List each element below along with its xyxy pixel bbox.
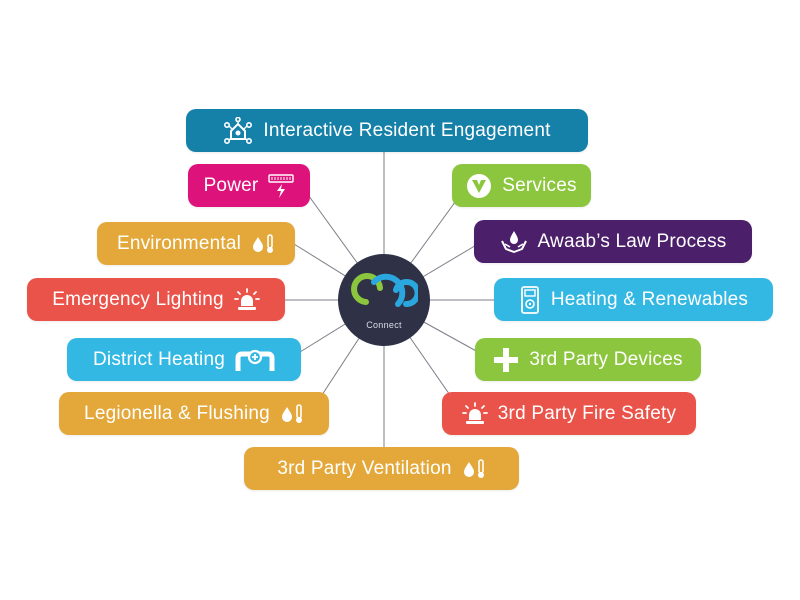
humidity-temperature-icon — [462, 458, 486, 480]
node-heating-renewables[interactable]: Heating & Renewables — [494, 278, 773, 321]
node-label: Power — [203, 174, 259, 196]
node-3rd-party-fire-safety[interactable]: 3rd Party Fire Safety — [442, 392, 696, 435]
pipe-valve-icon — [235, 348, 275, 372]
node-power[interactable]: Power — [188, 164, 310, 207]
hub-label: Connect — [366, 320, 402, 330]
node-label: Environmental — [116, 232, 242, 254]
beacon-light-icon — [233, 287, 260, 312]
node-awaabs-law-process[interactable]: Awaab’s Law Process — [474, 220, 752, 263]
node-3rd-party-ventilation[interactable]: 3rd Party Ventilation — [244, 447, 519, 490]
heat-pump-icon — [519, 285, 541, 314]
humidity-temperature-icon — [251, 233, 275, 255]
power-meter-icon — [268, 173, 295, 199]
node-label: District Heating — [92, 348, 226, 370]
hands-droplet-icon — [500, 229, 528, 255]
plus-icon — [493, 347, 519, 373]
node-label: 3rd Party Devices — [529, 348, 683, 370]
node-label: 3rd Party Ventilation — [277, 457, 452, 479]
node-environmental[interactable]: Environmental — [97, 222, 295, 265]
house-network-icon — [223, 116, 253, 145]
node-label: 3rd Party Fire Safety — [497, 402, 677, 424]
humidity-temperature-icon — [280, 403, 304, 425]
node-label: Interactive Resident Engagement — [263, 119, 551, 141]
node-label: Awaab’s Law Process — [537, 230, 727, 252]
node-label: Services — [502, 174, 577, 196]
node-3rd-party-devices[interactable]: 3rd Party Devices — [475, 338, 701, 381]
node-legionella-flushing[interactable]: Legionella & Flushing — [59, 392, 329, 435]
beacon-light-icon — [461, 401, 488, 426]
connect-logo-icon — [351, 273, 418, 307]
node-services[interactable]: Services — [452, 164, 591, 207]
node-emergency-lighting[interactable]: Emergency Lighting — [27, 278, 285, 321]
node-label: Emergency Lighting — [52, 288, 224, 310]
connect-hub[interactable]: Connect — [338, 254, 430, 346]
node-interactive-resident-engagement[interactable]: Interactive Resident Engagement — [186, 109, 588, 152]
services-logo-icon — [466, 173, 492, 199]
node-district-heating[interactable]: District Heating — [67, 338, 301, 381]
node-label: Legionella & Flushing — [84, 402, 270, 424]
node-label: Heating & Renewables — [550, 288, 749, 310]
